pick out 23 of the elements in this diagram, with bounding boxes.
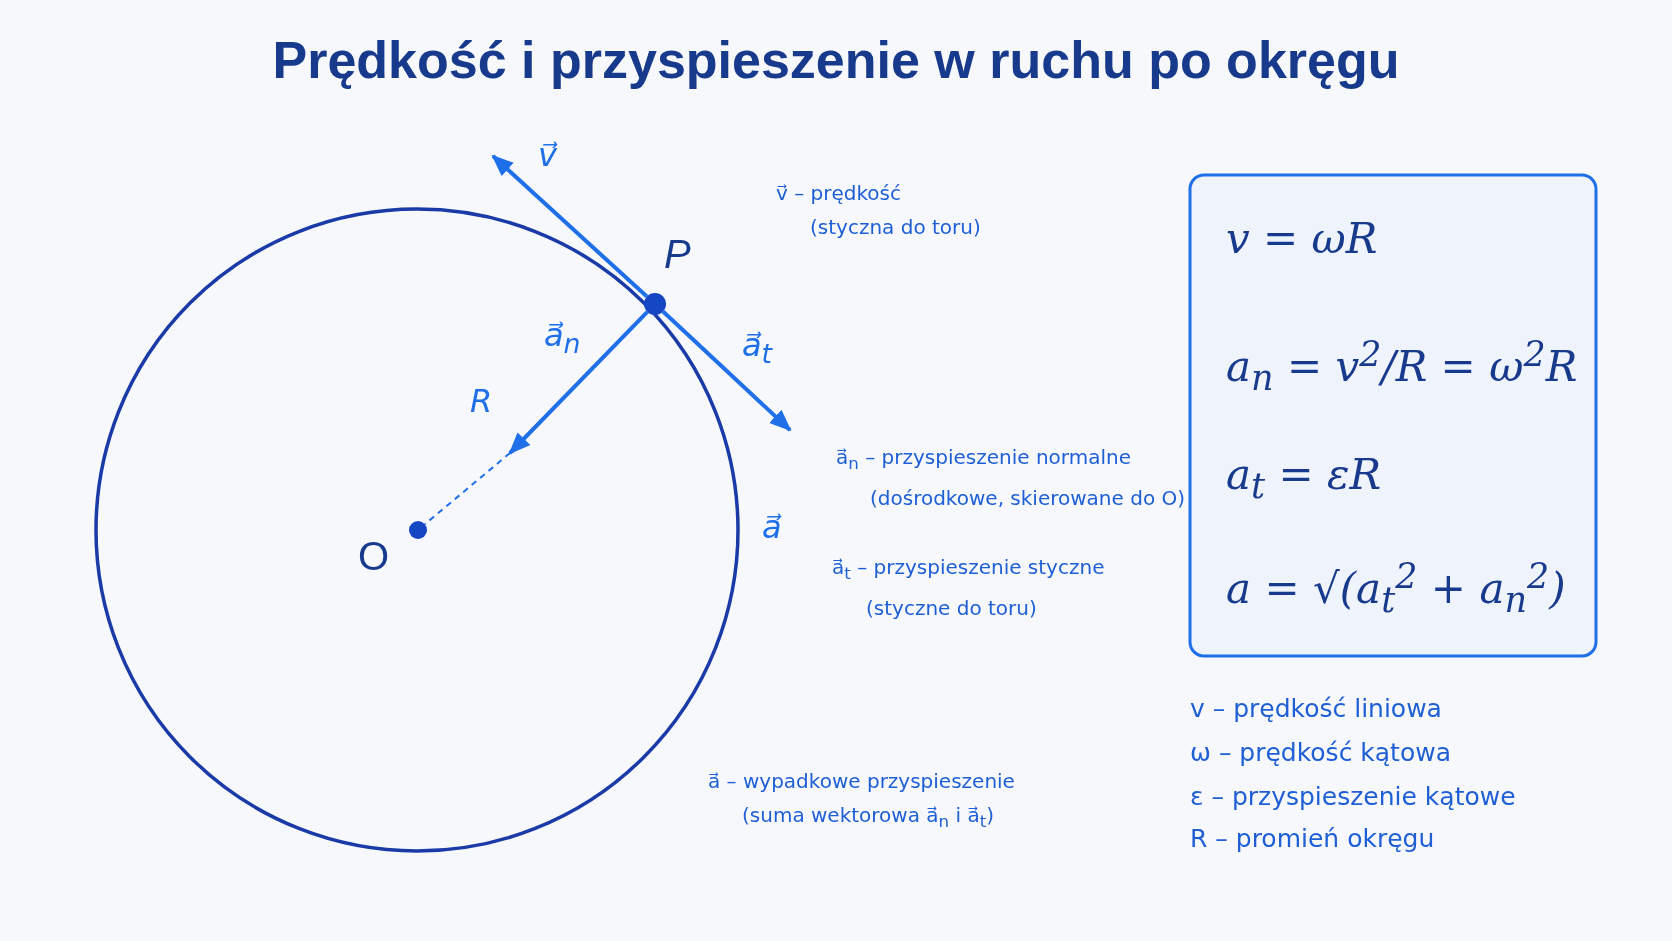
point-label: O — [358, 534, 390, 579]
formula: a$_{n}$ = v$^{2}$/R = ω$^{2}$R — [1226, 334, 1578, 399]
symbol-definition: R – promień okręgu — [1190, 824, 1435, 853]
description-text: a⃗$_{t}$ – przyspieszenie styczne (styczne do toru) — [832, 554, 1106, 622]
dashed-line — [423, 452, 511, 526]
description-text: a⃗ – wypadkowe przyspieszenie (suma wektorowa a⃗$_{n}$ i a⃗$_{t}$) — [708, 768, 1016, 833]
symbol-definition: ω – prędkość kątowa — [1190, 738, 1451, 767]
symbol-definition: v – prędkość liniowa — [1190, 694, 1442, 723]
point-label: P — [664, 232, 691, 277]
formula: a = √(a$_{t}$$^{2}$ + a$_{n}$$^{2}$) — [1226, 556, 1566, 621]
vector-arrow — [508, 310, 649, 455]
point-dot — [644, 293, 666, 315]
vector-arrow — [491, 154, 649, 299]
formula: a$_{t}$ = εR — [1226, 450, 1382, 507]
formula: v = ωR — [1226, 214, 1378, 263]
vector-arrow — [661, 310, 792, 432]
symbol-definition: ε – przyspieszenie kątowe — [1190, 782, 1516, 811]
title: Prędkość i przyspieszenie w ruchu po okręgu — [271, 30, 1401, 90]
vector-label: a⃗ — [761, 508, 783, 546]
description-text: v⃗ – prędkość (styczna do toru) — [776, 180, 982, 241]
point-dot — [409, 521, 427, 539]
description-text: a⃗$_{n}$ – przyspieszenie normalne (dośrodkowe, skierowane do O) — [836, 444, 1187, 512]
radius-label: R — [469, 382, 494, 420]
